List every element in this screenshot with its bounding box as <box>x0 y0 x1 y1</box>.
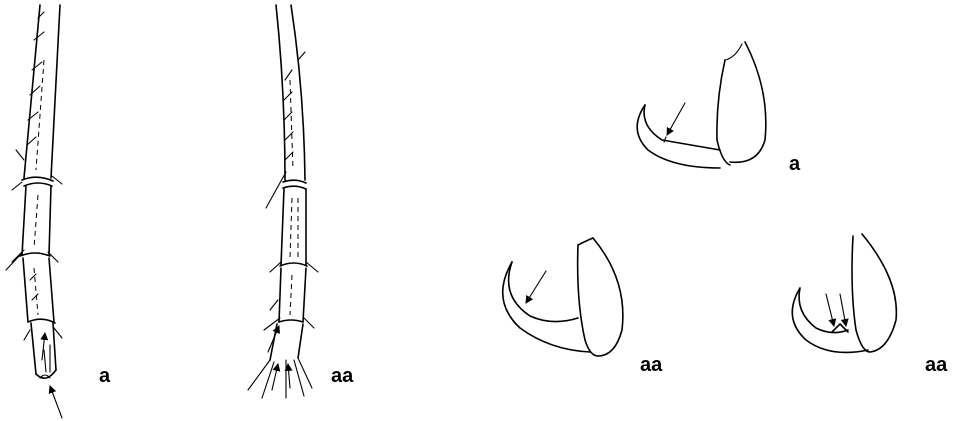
claw-aa-right-arrow-right <box>840 294 846 326</box>
claw-a-drawing <box>637 42 766 168</box>
claw-aa-right-arrow-left <box>826 294 834 326</box>
label-leg-a: a <box>99 366 110 386</box>
label-claw-aa-right: aa <box>925 355 947 375</box>
label-leg-aa: aa <box>331 366 353 386</box>
leg-a-arrow-tip <box>50 386 62 418</box>
leg-aa-drawing <box>248 5 318 398</box>
leg-aa-arrow-right <box>288 364 290 388</box>
leg-aa-arrow-left <box>272 364 278 390</box>
label-claw-a: a <box>789 154 800 174</box>
label-claw-aa-left: aa <box>640 355 662 375</box>
claw-a-arrow <box>667 103 685 135</box>
claw-aa-left-drawing <box>503 238 623 356</box>
leg-a-drawing <box>6 5 62 418</box>
claw-aa-right-drawing <box>792 234 896 352</box>
leg-aa-arrow-upper <box>268 326 279 352</box>
claw-aa-left-arrow <box>526 271 546 303</box>
